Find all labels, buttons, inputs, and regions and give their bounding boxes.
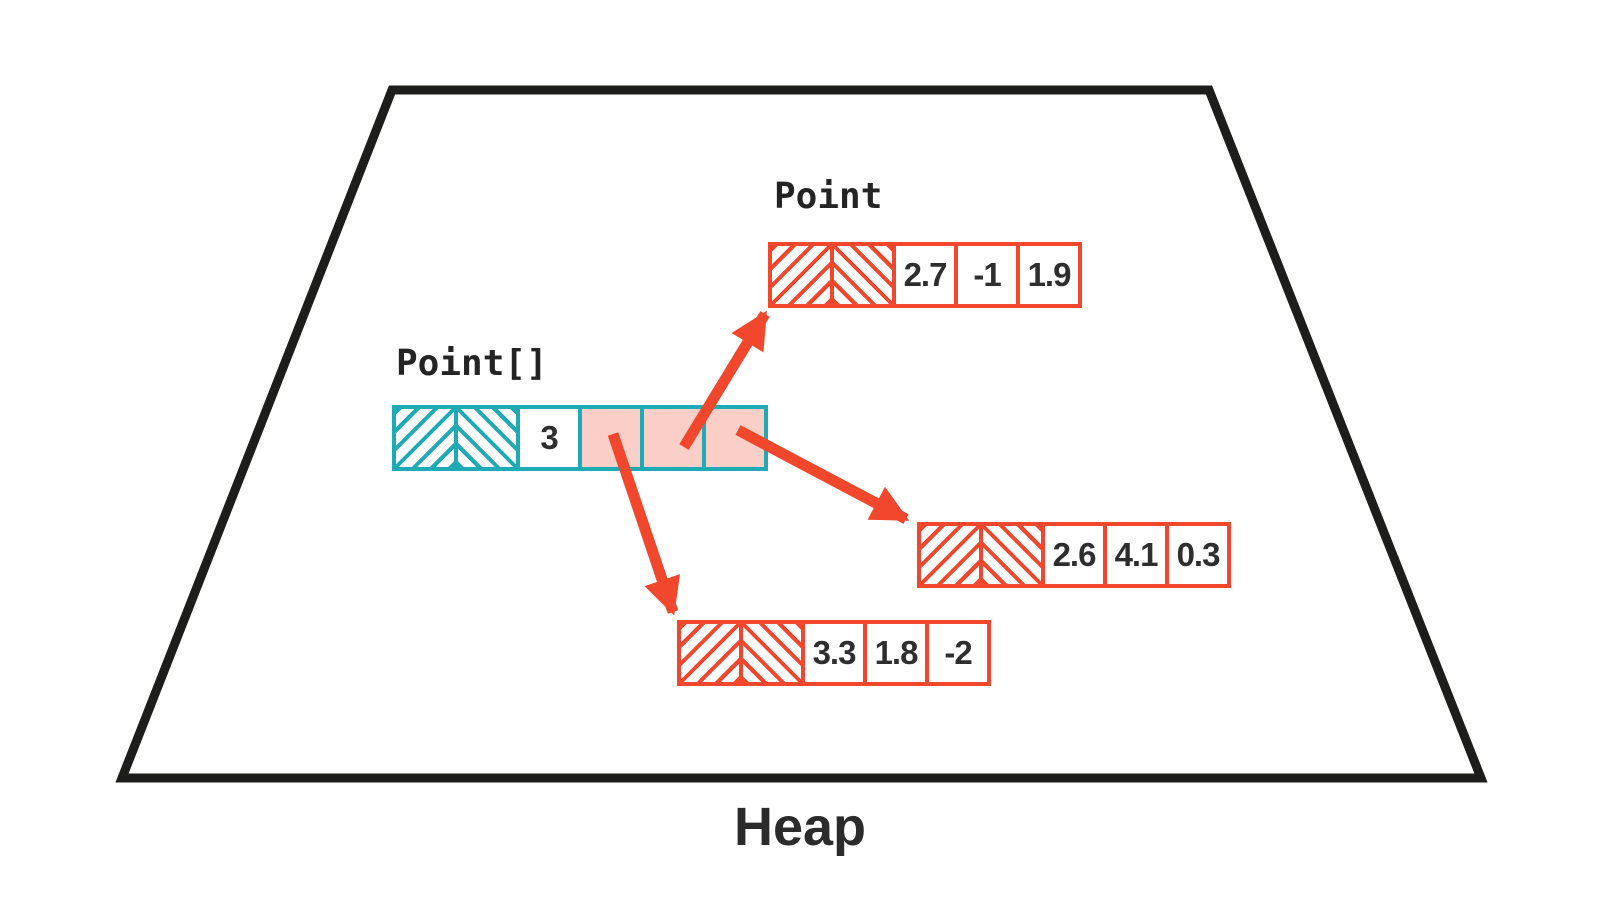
point-value-cell: -2 [925,624,987,682]
array-length-cell: 3 [516,409,578,467]
point-object-right: 2.6 4.1 0.3 [917,522,1231,588]
point-value-cell: -1 [954,246,1016,304]
array-reference-cell-2 [702,409,764,467]
point-value-cell: 1.8 [863,624,925,682]
point-value-cell: 4.1 [1103,526,1165,584]
array-reference-cell-0 [578,409,640,467]
object-header-hatch-b-cell [739,624,801,682]
point-type-label: Point [774,176,883,217]
object-header-hatch-a-cell [772,246,830,304]
object-header-hatch-a-cell [681,624,739,682]
point-value-cell: 0.3 [1165,526,1227,584]
point-value-cell: 2.7 [892,246,954,304]
array-header-hatch-a-cell [396,409,454,467]
object-header-hatch-b-cell [979,526,1041,584]
heap-label: Heap [733,797,867,857]
object-header-hatch-b-cell [830,246,892,304]
point-array-box: 3 [392,405,768,471]
point-value-cell: 2.6 [1041,526,1103,584]
array-type-label: Point[] [396,343,548,384]
array-reference-cell-1 [640,409,702,467]
point-value-cell: 3.3 [801,624,863,682]
object-header-hatch-a-cell [921,526,979,584]
array-header-hatch-b-cell [454,409,516,467]
point-object-bottom: 3.3 1.8 -2 [677,620,991,686]
point-object-top: 2.7 -1 1.9 [768,242,1082,308]
point-value-cell: 1.9 [1016,246,1078,304]
